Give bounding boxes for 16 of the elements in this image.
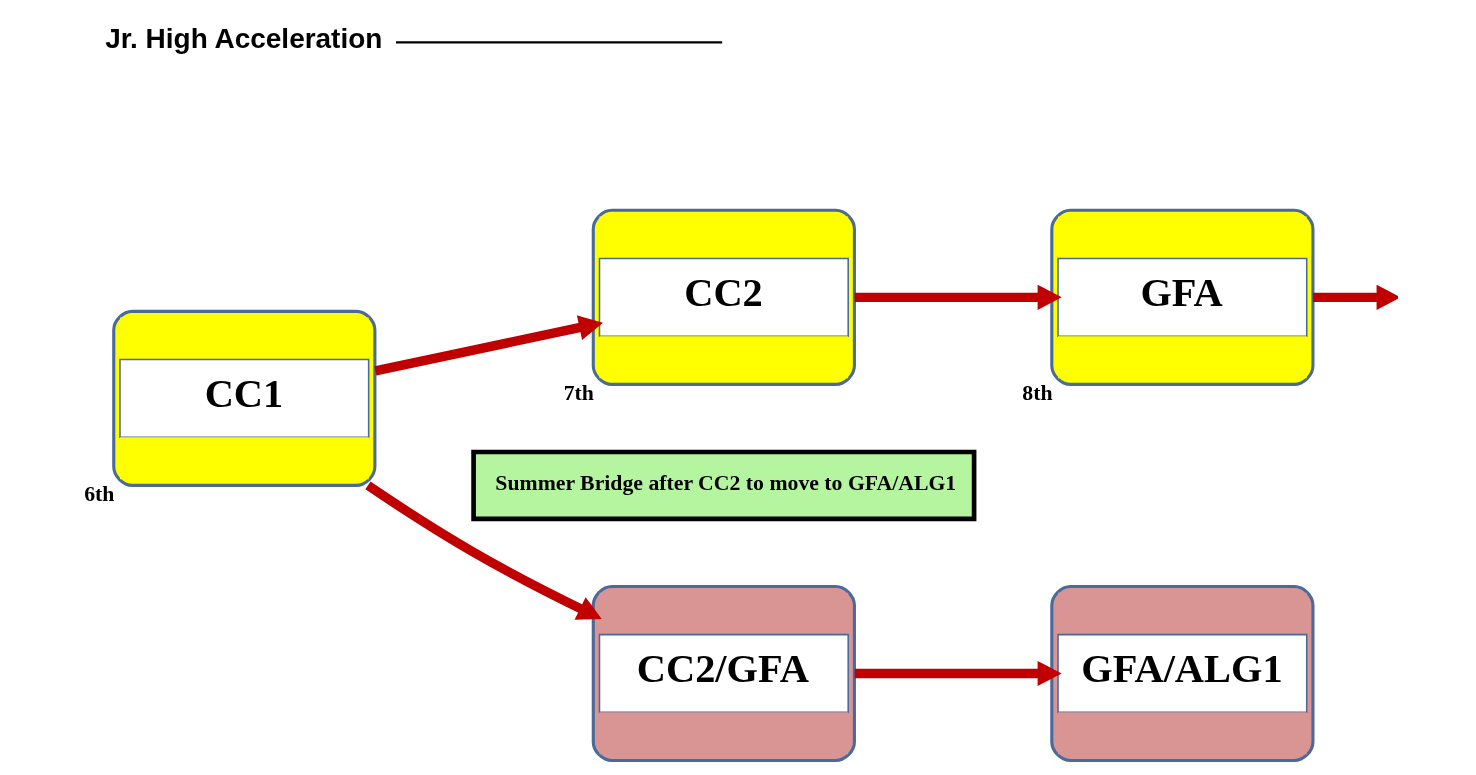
node-box: CC2 [591,208,856,386]
arrow [374,315,603,376]
node-box: CC1 [112,309,377,487]
node-label: 8th [1022,381,1053,406]
node-label: 6th [84,482,115,507]
node-label: 7th [563,381,594,406]
node-text: Jr. High Acceleration [105,22,383,54]
arrow [854,660,1062,687]
node-box: GFA [1050,208,1315,386]
node-box: GFA/ALG1 [1050,584,1315,763]
connector [395,41,723,44]
node-box: Summer Bridge after CC2 to move to GFA/ALG1 [471,449,977,522]
node-box: CC2/GFA [591,584,856,763]
arrow [365,481,602,620]
arrow [1313,284,1398,310]
arrow [854,284,1062,310]
